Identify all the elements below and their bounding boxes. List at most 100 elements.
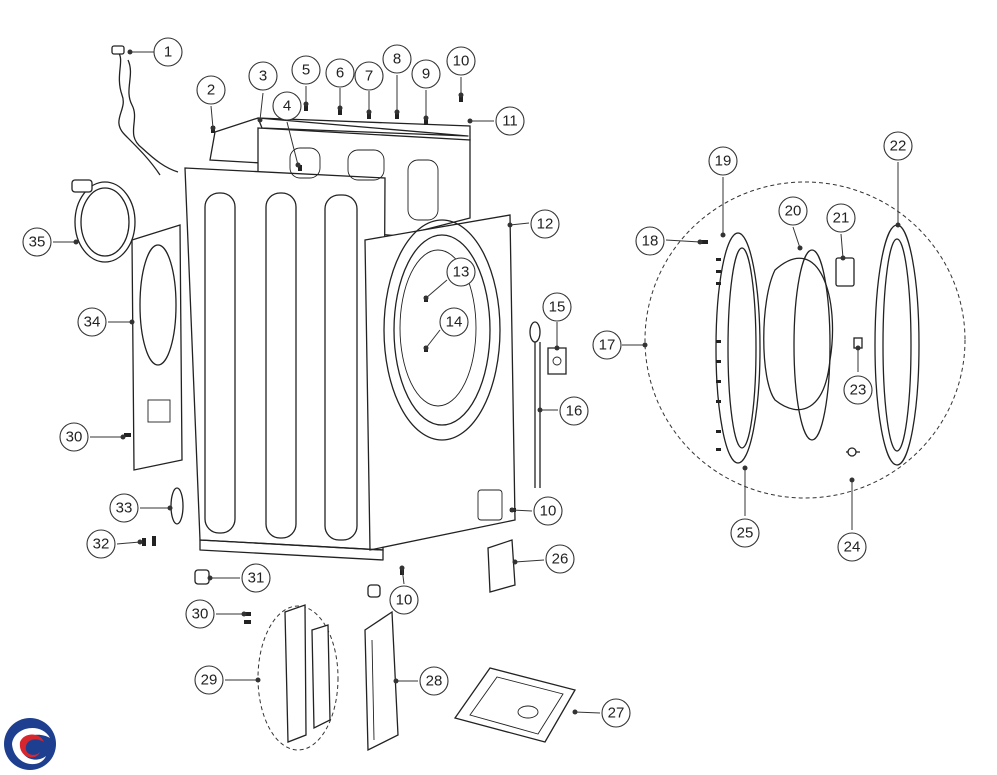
callout-29: 29 (194, 665, 224, 695)
power-cord (111, 45, 179, 176)
svg-text:32: 32 (93, 536, 110, 553)
svg-text:33: 33 (116, 500, 133, 517)
callout-18: 18 (635, 226, 665, 256)
callout-12: 12 (530, 209, 560, 239)
svg-text:4: 4 (283, 98, 291, 115)
door-inner-frame (715, 232, 761, 464)
callout-1: 1 (153, 37, 183, 67)
svg-text:13: 13 (453, 264, 470, 281)
callout-31: 31 (241, 563, 271, 593)
svg-text:10: 10 (453, 53, 470, 70)
door-assembly-outline (644, 181, 966, 499)
svg-text:26: 26 (552, 551, 569, 568)
leveling-foot (194, 569, 210, 585)
svg-text:12: 12 (537, 216, 554, 233)
brand-swirl-logo-icon (4, 718, 56, 770)
callout-22: 22 (883, 131, 913, 161)
svg-text:3: 3 (259, 68, 267, 85)
control-panel (364, 610, 399, 752)
callout-24: 24 (837, 532, 867, 562)
svg-text:28: 28 (426, 673, 443, 690)
callout-6: 6 (325, 58, 355, 88)
svg-text:10: 10 (396, 592, 413, 609)
callout-10-top: 10 (446, 46, 476, 76)
svg-text:14: 14 (446, 314, 463, 331)
callout-4: 4 (272, 91, 302, 121)
svg-text:25: 25 (737, 525, 754, 542)
svg-text:23: 23 (850, 382, 867, 399)
svg-text:34: 34 (84, 314, 101, 331)
callout-23: 23 (843, 375, 873, 405)
callout-32: 32 (86, 529, 116, 559)
callout-13: 13 (446, 257, 476, 287)
callout-3: 3 (248, 61, 278, 91)
callout-25: 25 (730, 518, 760, 548)
base-tray (453, 667, 576, 743)
callout-17: 17 (592, 330, 622, 360)
svg-text:18: 18 (642, 233, 659, 250)
svg-text:29: 29 (201, 672, 218, 689)
callout-15: 15 (542, 292, 572, 322)
svg-text:24: 24 (844, 539, 861, 556)
callout-34: 34 (77, 307, 107, 337)
svg-text:5: 5 (302, 62, 310, 79)
svg-text:20: 20 (785, 203, 802, 220)
door-outer-frame (874, 224, 920, 466)
rear-cover-panel (131, 224, 183, 471)
callout-16: 16 (559, 396, 589, 426)
svg-text:6: 6 (336, 65, 344, 82)
door-glass (763, 249, 834, 441)
callout-14: 14 (439, 307, 469, 337)
svg-text:27: 27 (608, 705, 625, 722)
svg-text:2: 2 (207, 82, 215, 99)
callout-26: 26 (545, 544, 575, 574)
svg-text:21: 21 (833, 210, 850, 227)
callout-7: 7 (354, 61, 384, 91)
svg-text:11: 11 (502, 113, 518, 130)
cabinet-body (184, 117, 516, 561)
svg-text:35: 35 (29, 234, 46, 251)
drain-pump-cover (487, 539, 516, 593)
svg-text:17: 17 (599, 337, 616, 354)
door-hinge (835, 257, 855, 287)
callout-2: 2 (196, 75, 226, 105)
callout-10-right: 10 (533, 496, 563, 526)
callout-33: 33 (109, 493, 139, 523)
callout-8: 8 (382, 44, 412, 74)
inlet-hose (71, 179, 136, 263)
callout-19: 19 (708, 146, 738, 176)
svg-text:7: 7 (365, 68, 373, 85)
callout-20: 20 (778, 196, 808, 226)
leader-lines (53, 49, 901, 715)
hinge-clamp (547, 347, 567, 375)
leveling-foot-rear (367, 584, 381, 598)
control-board-group-outline (257, 605, 339, 751)
svg-text:15: 15 (549, 299, 566, 316)
svg-text:1: 1 (164, 44, 172, 61)
svg-text:22: 22 (890, 138, 907, 155)
door-handle-screw (846, 447, 860, 457)
suspension-rod (529, 321, 541, 488)
callout-10-bottom: 10 (389, 585, 419, 615)
svg-text:19: 19 (715, 153, 732, 170)
svg-text:10: 10 (540, 503, 557, 520)
callout-21: 21 (826, 203, 856, 233)
callout-11: 11 (495, 106, 525, 136)
svg-text:8: 8 (393, 51, 401, 68)
callout-28: 28 (419, 666, 449, 696)
svg-text:9: 9 (422, 66, 430, 83)
callout-5: 5 (291, 55, 321, 85)
svg-text:30: 30 (66, 429, 83, 446)
door-screws (700, 240, 721, 451)
callout-35: 35 (22, 227, 52, 257)
callout-27: 27 (601, 698, 631, 728)
callout-30-bottom: 30 (185, 599, 215, 629)
callout-30-left: 30 (59, 422, 89, 452)
control-board (284, 604, 331, 743)
seal-ring (170, 487, 184, 525)
callout-9: 9 (411, 59, 441, 89)
svg-text:30: 30 (192, 606, 209, 623)
svg-text:31: 31 (248, 570, 265, 587)
svg-text:16: 16 (566, 403, 583, 420)
